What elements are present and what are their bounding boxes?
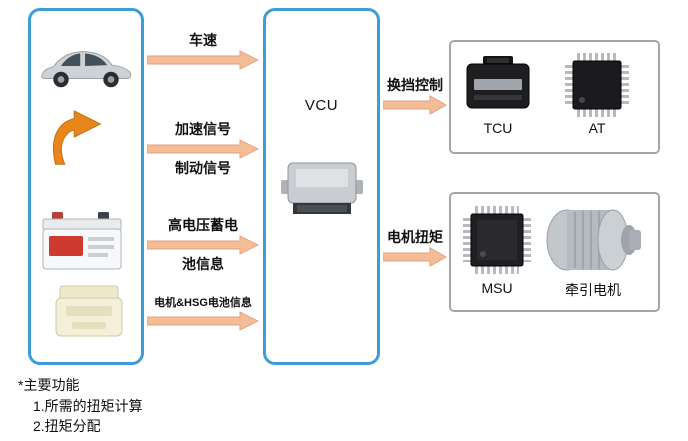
brake-signal-label: 制动信号 bbox=[175, 160, 231, 176]
traction-motor-image bbox=[546, 209, 641, 271]
vehicle-speed-label: 车速 bbox=[189, 32, 217, 48]
car-image bbox=[41, 51, 132, 88]
curved-arrow-icon bbox=[52, 110, 102, 165]
motor-torque-label: 电机扭矩 bbox=[387, 229, 443, 245]
hv-battery-info-label-line2: 池信息 bbox=[182, 256, 224, 272]
motor-group-box: MSU 牵引电机 bbox=[449, 192, 660, 312]
vcu-label: VCU bbox=[304, 97, 339, 114]
at-label: AT bbox=[588, 120, 606, 136]
msu-label: MSU bbox=[481, 280, 513, 296]
transmission-group-box: TCU AT bbox=[449, 40, 660, 154]
motor-hsg-battery-info-label: 电机&HSG电池信息 bbox=[154, 297, 252, 309]
main-functions-title: *主要功能 bbox=[18, 377, 80, 393]
arrow-vehicle-speed bbox=[147, 50, 259, 70]
arrow-shift-control bbox=[383, 95, 447, 115]
ecu-image bbox=[281, 162, 363, 214]
battery-module-image bbox=[55, 285, 123, 337]
main-functions-item1: 1.所需的扭矩计算 bbox=[33, 398, 143, 414]
msu-chip-image bbox=[463, 206, 531, 274]
tcu-label: TCU bbox=[483, 120, 513, 136]
tcu-image bbox=[466, 56, 530, 109]
at-chip-image bbox=[565, 53, 629, 117]
acceleration-signal-label: 加速信号 bbox=[175, 121, 231, 137]
inputs-panel bbox=[28, 8, 144, 365]
main-functions-item2: 2.扭矩分配 bbox=[33, 418, 101, 434]
arrow-hv-battery-info bbox=[147, 235, 259, 255]
battery-image bbox=[42, 212, 122, 270]
vcu-panel: VCU bbox=[263, 8, 380, 365]
arrow-motor-torque bbox=[383, 247, 447, 267]
shift-control-label: 换挡控制 bbox=[387, 77, 443, 93]
arrow-accel-brake-signals bbox=[147, 139, 259, 159]
arrow-motor-hsg-battery-info bbox=[147, 311, 259, 331]
hv-battery-info-label-line1: 高电压蓄电 bbox=[168, 217, 238, 233]
traction-motor-label: 牵引电机 bbox=[565, 282, 621, 298]
